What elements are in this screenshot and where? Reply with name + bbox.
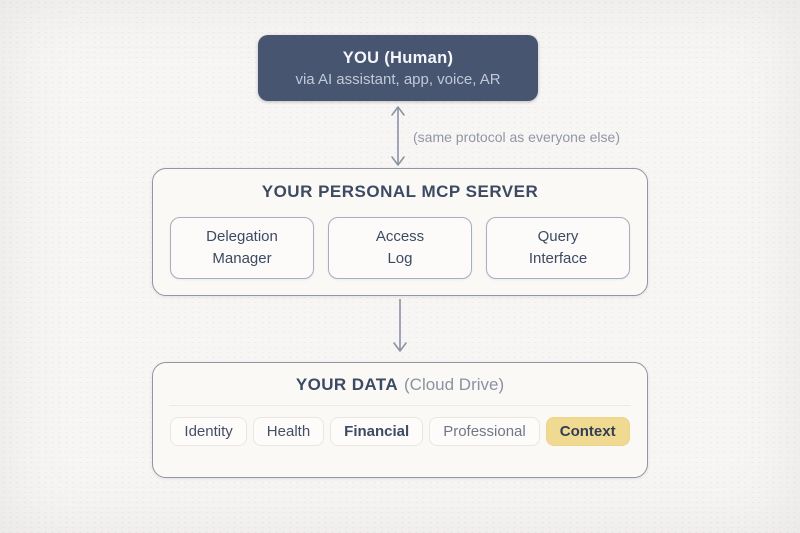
you-box-title: YOU (Human) bbox=[342, 48, 454, 67]
access-log-box: Access Log bbox=[328, 217, 472, 279]
server-box-title: YOUR PERSONAL MCP SERVER bbox=[261, 182, 539, 201]
server-components-row: Delegation Manager Access Log Query Inte… bbox=[153, 217, 647, 279]
category-pill-identity: Identity bbox=[170, 417, 247, 446]
personal-mcp-server-box: YOUR PERSONAL MCP SERVER Delegation Mana… bbox=[152, 168, 648, 296]
protocol-arrow-label: (same protocol as everyone else) bbox=[413, 129, 620, 145]
category-pill-professional: Professional bbox=[429, 417, 540, 446]
you-human-box: YOU (Human) via AI assistant, app, voice… bbox=[258, 35, 538, 101]
data-categories-row: Identity Health Financial Professional C… bbox=[153, 417, 647, 446]
query-interface-box: Query Interface bbox=[486, 217, 630, 279]
category-pill-financial: Financial bbox=[330, 417, 424, 446]
data-box-title-main: YOUR DATA bbox=[295, 375, 398, 394]
data-box-divider bbox=[169, 405, 631, 406]
arrow-down-icon bbox=[390, 299, 410, 353]
delegation-manager-box: Delegation Manager bbox=[170, 217, 314, 279]
data-box-title-suffix: (Cloud Drive) bbox=[404, 375, 505, 394]
bidirectional-arrow-icon bbox=[388, 104, 408, 168]
category-pill-health: Health bbox=[252, 417, 325, 446]
you-box-subtitle: via AI assistant, app, voice, AR bbox=[295, 70, 501, 88]
data-box-title: YOUR DATA (Cloud Drive) bbox=[153, 375, 647, 395]
category-pill-context: Context bbox=[545, 417, 630, 446]
your-data-box: YOUR DATA (Cloud Drive) Identity Health F… bbox=[152, 362, 648, 478]
